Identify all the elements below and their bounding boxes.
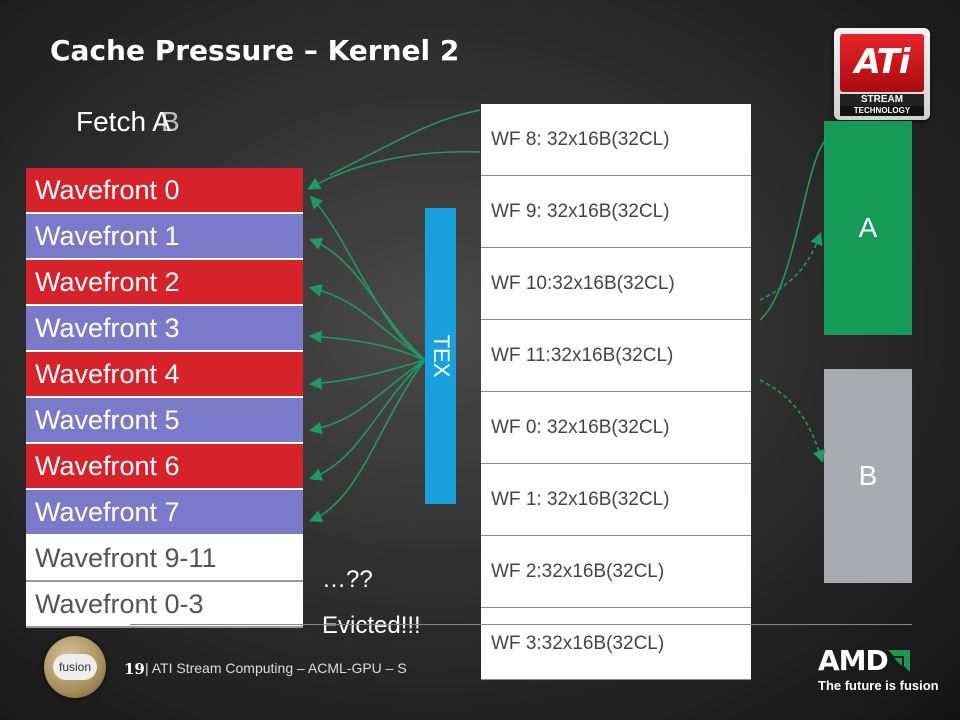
arrow-fetch-to-wf0 xyxy=(307,150,481,190)
cache-entry: WF 0: 32x16B(32CL) xyxy=(481,392,751,464)
amd-tagline: The future is fusion xyxy=(818,678,939,693)
arrow-tex-to-wf2 xyxy=(308,284,426,361)
arrow-fetch-line xyxy=(329,109,481,176)
page-number: 19 xyxy=(124,660,145,678)
memory-b-box: B xyxy=(824,369,912,583)
wavefront-row: Wavefront 2 xyxy=(26,260,303,306)
ati-stream-text: STREAM xyxy=(840,94,924,106)
cache-entry: WF 9: 32x16B(32CL) xyxy=(481,176,751,248)
wavefront-row: Wavefront 6 xyxy=(26,444,303,490)
footer-text: | ATI Stream Computing – ACML-GPU – S xyxy=(145,660,407,676)
arrow-tex-to-wf7 xyxy=(309,359,426,523)
wavefront-row: Wavefront 0 xyxy=(26,168,303,214)
fusion-badge: fusion xyxy=(44,636,106,698)
wavefront-row: Wavefront 4 xyxy=(26,352,303,398)
tex-unit: TEX xyxy=(425,208,456,504)
fusion-badge-text: fusion xyxy=(53,654,97,680)
arrow-tex-to-wf5 xyxy=(308,359,426,435)
wavefront-row: Wavefront 3 xyxy=(26,306,303,352)
ati-stream-logo: ATi STREAM TECHNOLOGY xyxy=(834,28,930,120)
fetch-ghost-label: B xyxy=(161,106,180,137)
fetch-label-text: Fetch A xyxy=(76,106,171,137)
cache-entry: WF 8: 32x16B(32CL) xyxy=(481,104,751,176)
wavefront-row: Wavefront 7 xyxy=(26,490,303,536)
question-text: …?? xyxy=(322,566,373,593)
cache-entry: WF 2:32x16B(32CL) xyxy=(481,536,751,608)
ati-brand-text: ATi xyxy=(840,34,924,92)
arrow-tex-to-wf3 xyxy=(308,330,426,361)
ati-technology-text: TECHNOLOGY xyxy=(840,106,924,116)
arrow-tex-to-wf4 xyxy=(308,359,426,390)
wavefront-row: Wavefront 0-3 xyxy=(26,582,303,628)
wavefront-row: Wavefront 5 xyxy=(26,398,303,444)
footer-divider xyxy=(130,624,912,625)
fetch-label: Fetch A B xyxy=(76,106,180,138)
evicted-text: Evicted!!! xyxy=(322,612,421,639)
wavefront-row: Wavefront 9-11 xyxy=(26,536,303,582)
arrow-cache-to-a xyxy=(759,232,823,301)
arrow-cache-to-b xyxy=(759,379,826,464)
arrow-tex-to-wf0 xyxy=(309,195,426,361)
memory-a-box: A xyxy=(824,121,912,335)
cache-entry: WF 3:32x16B(32CL) xyxy=(481,608,751,680)
amd-arrow-icon xyxy=(888,650,910,672)
cache-column: WF 8: 32x16B(32CL)WF 9: 32x16B(32CL)WF 1… xyxy=(481,104,751,680)
wavefront-row: Wavefront 1 xyxy=(26,214,303,260)
slide-title: Cache Pressure – Kernel 2 xyxy=(50,34,460,67)
arrow-cache-to-a-2 xyxy=(759,139,827,321)
cache-entry: WF 10:32x16B(32CL) xyxy=(481,248,751,320)
amd-logo: AMD xyxy=(818,644,889,677)
cache-entry: WF 1: 32x16B(32CL) xyxy=(481,464,751,536)
arrow-tex-to-wf1 xyxy=(309,237,426,361)
cache-entry: WF 11:32x16B(32CL) xyxy=(481,320,751,392)
arrow-tex-to-wf6 xyxy=(309,359,426,481)
